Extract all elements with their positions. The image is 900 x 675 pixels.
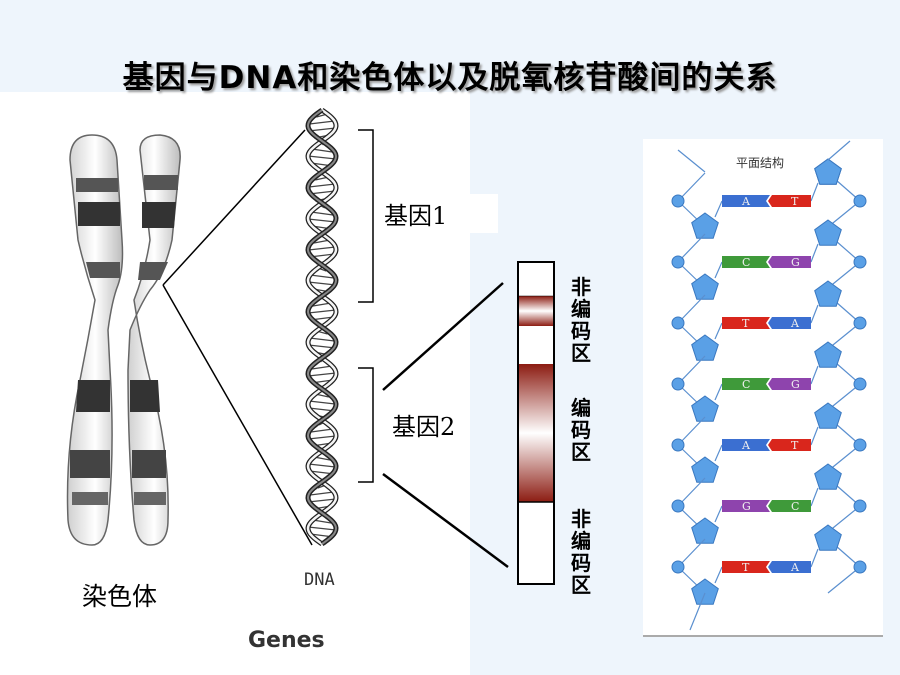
base-letter: C <box>791 500 799 513</box>
dna-rung <box>308 183 336 188</box>
base-letter: G <box>791 378 800 391</box>
sugar-icon <box>814 524 842 551</box>
dna-rung <box>309 337 335 342</box>
sugar-icon <box>691 273 719 300</box>
page-title: 基因与DNA和染色体以及脱氧核苷酸间的关系 <box>122 60 778 96</box>
phosphate-icon <box>671 194 685 208</box>
genes-label: Genes <box>248 628 325 653</box>
base-a <box>722 195 770 207</box>
dna-rung <box>308 526 336 531</box>
coding-label: 编码区 <box>571 396 591 464</box>
phosphate-icon <box>853 316 867 330</box>
sugar-icon <box>691 212 719 239</box>
sugar-icon <box>691 334 719 361</box>
phosphate-icon <box>671 560 685 574</box>
phosphate-icon <box>853 560 867 574</box>
dna-rung <box>307 155 337 160</box>
gene2-bracket <box>358 367 374 483</box>
dna-rung <box>310 491 334 496</box>
phosphate-icon <box>671 377 685 391</box>
sugar-icon <box>691 578 719 605</box>
chromosome <box>66 134 181 546</box>
sugar-icon <box>691 456 719 483</box>
base-a <box>768 561 811 573</box>
base-letter: A <box>741 195 751 208</box>
zoom-line-bottom <box>162 284 313 546</box>
phosphate-icon <box>671 438 685 452</box>
dna-rung <box>310 428 334 433</box>
base-letter: A <box>790 561 800 574</box>
base-a <box>768 317 811 329</box>
dna-rung <box>308 127 336 132</box>
dna-rung <box>308 400 336 405</box>
dna-label: DNA <box>304 570 335 590</box>
base-c <box>768 500 811 512</box>
base-g <box>722 500 770 512</box>
dna-rung <box>311 148 333 153</box>
base-letter: A <box>741 439 751 452</box>
gene-zoom-line-top <box>382 282 504 391</box>
phosphate-icon <box>853 255 867 269</box>
base-g <box>768 378 811 390</box>
base-t <box>722 561 770 573</box>
noncoding-top-label: 非编码区 <box>571 275 591 365</box>
sugar-icon <box>814 463 842 490</box>
base-letter: C <box>742 378 750 391</box>
planar-structure-label: 平面结构 <box>736 156 785 170</box>
gene1-label: 基因1 <box>380 194 498 233</box>
dna-strand-b-highlight <box>306 109 338 545</box>
base-c <box>722 378 770 390</box>
dna-rung <box>307 435 337 440</box>
gene-zoom-line-bottom <box>382 472 509 569</box>
base-letter: C <box>742 256 750 269</box>
sugar-icon <box>814 402 842 429</box>
base-t <box>768 439 811 451</box>
gene1-bracket <box>358 129 374 303</box>
base-letter: T <box>791 195 799 208</box>
chromosome-label: 染色体 <box>82 582 158 611</box>
dna-rung <box>308 281 336 286</box>
dna-rung <box>307 372 337 377</box>
base-letter: T <box>742 317 750 330</box>
dna-rung <box>308 463 336 468</box>
noncoding-bottom-label: 非编码区 <box>571 507 591 597</box>
sugar-icon <box>691 395 719 422</box>
phosphate-icon <box>853 438 867 452</box>
dna-rung <box>311 365 333 370</box>
dna-rung <box>308 498 336 503</box>
base-t <box>722 317 770 329</box>
sugar-icon <box>814 158 842 185</box>
sugar-icon <box>814 219 842 246</box>
phosphate-icon <box>671 499 685 513</box>
base-c <box>722 256 770 268</box>
dna-rung <box>307 218 337 223</box>
sugar-icon <box>814 341 842 368</box>
dna-rung <box>308 246 336 251</box>
base-a <box>722 439 770 451</box>
base-letter: T <box>742 561 750 574</box>
phosphate-icon <box>853 499 867 513</box>
base-g <box>768 256 811 268</box>
base-letter: T <box>791 439 799 452</box>
phosphate-icon <box>671 316 685 330</box>
sugar-icon <box>814 280 842 307</box>
base-letter: A <box>790 317 800 330</box>
zoom-line-top <box>162 129 306 286</box>
gene2-label: 基因2 <box>388 405 460 444</box>
base-t <box>768 195 811 207</box>
sugar-icon <box>691 517 719 544</box>
dna-rung <box>310 211 334 216</box>
base-pair-ladder: A T C G T A C G A T G C T A <box>671 140 867 631</box>
base-letter: G <box>791 256 800 269</box>
phosphate-icon <box>853 194 867 208</box>
gene-structure-bar <box>517 261 555 585</box>
phosphate-icon <box>671 255 685 269</box>
phosphate-icon <box>853 377 867 391</box>
base-letter: G <box>742 500 751 513</box>
dna-rung <box>309 120 335 125</box>
dna-helix <box>305 107 339 547</box>
dna-rung <box>310 274 334 279</box>
dna-rung <box>308 309 336 314</box>
